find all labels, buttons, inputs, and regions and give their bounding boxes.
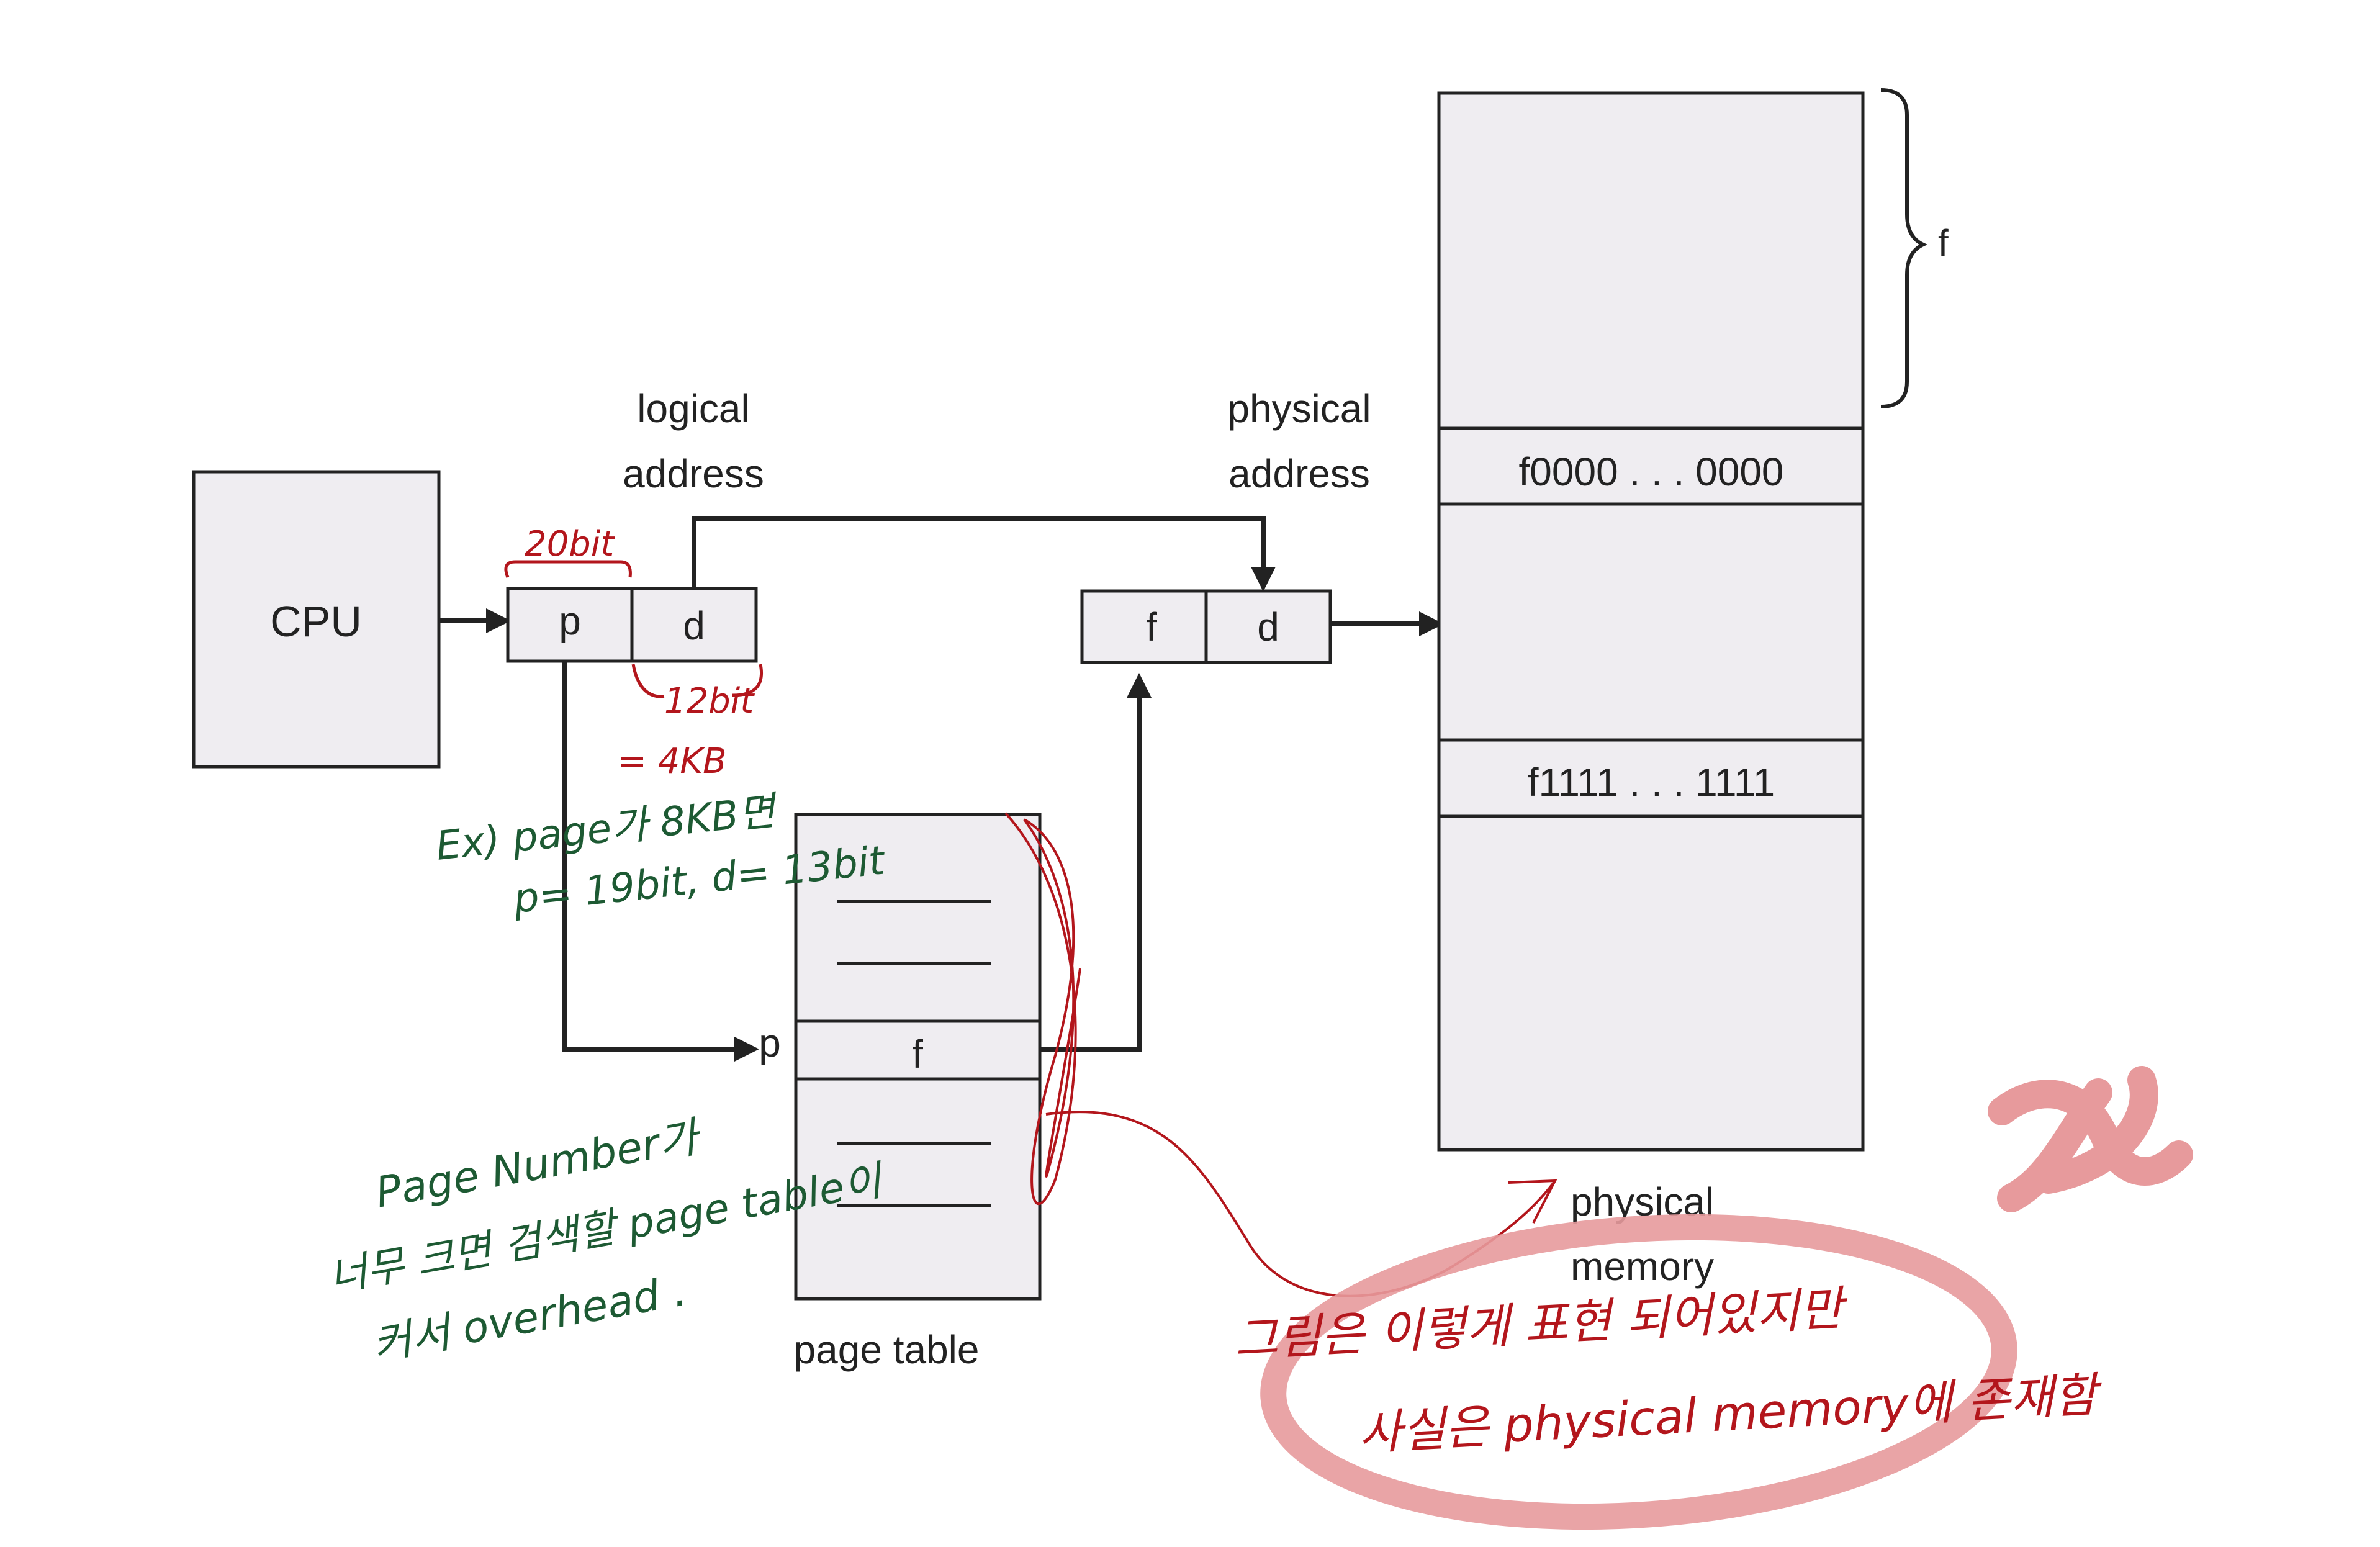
frame-start-address: f0000 . . . 0000 (1519, 449, 1784, 494)
physical-memory-caption-line2: memory (1571, 1244, 1714, 1289)
note-highlight-ellipse (1260, 1214, 2017, 1530)
note-line2: 사실은 physical memory에 존재함 (1357, 1366, 2104, 1461)
physical-f-cell (1080, 589, 1208, 664)
logical-address-register: p d (506, 587, 758, 663)
page-table-caption: page table (794, 1327, 980, 1372)
highlight-mark (1988, 1066, 2193, 1212)
cpu-box: CPU (192, 470, 441, 769)
page-number-to-table-arrow (562, 661, 759, 1062)
d-bits-annotation: 12bit (664, 681, 755, 721)
d-size-annotation: = 4KB (618, 741, 727, 782)
offset-bypass-arrow (692, 516, 1276, 592)
frame-brace-label: f (1938, 222, 1949, 264)
page-table: f (794, 813, 1042, 1301)
p-bits-annotation: 20bit (525, 524, 615, 564)
cpu-label: CPU (270, 597, 362, 646)
d-bits-bracket (631, 664, 763, 698)
p-bits-bracket (504, 560, 632, 578)
physical-d-label: d (1257, 605, 1279, 649)
physical-d-cell (1204, 589, 1332, 664)
physical-memory: f0000 . . . 0000 f1111 . . . 1111 (1437, 91, 1865, 1152)
page-table-entry-f: f (912, 1032, 923, 1076)
frame-end-address: f1111 . . . 1111 (1528, 760, 1775, 805)
physical-address-label-line2: address (1228, 451, 1370, 496)
page-table-index-p: p (759, 1021, 781, 1065)
page-table-scribble (1004, 812, 1081, 1206)
frame-number-arrow (1040, 673, 1152, 1052)
note-pointer-arrowhead (1508, 1179, 1557, 1224)
physical-f-label: f (1146, 605, 1157, 649)
frame-brace (1880, 88, 1928, 408)
logical-d-label: d (683, 603, 705, 648)
logical-address-label-line2: address (623, 451, 764, 496)
physical-address-register: f d (1080, 589, 1332, 664)
logical-p-label: p (559, 598, 581, 643)
physical-address-label-line1: physical (1227, 386, 1371, 431)
logical-p-cell (506, 587, 634, 663)
logical-address-label-line1: logical (637, 386, 749, 431)
